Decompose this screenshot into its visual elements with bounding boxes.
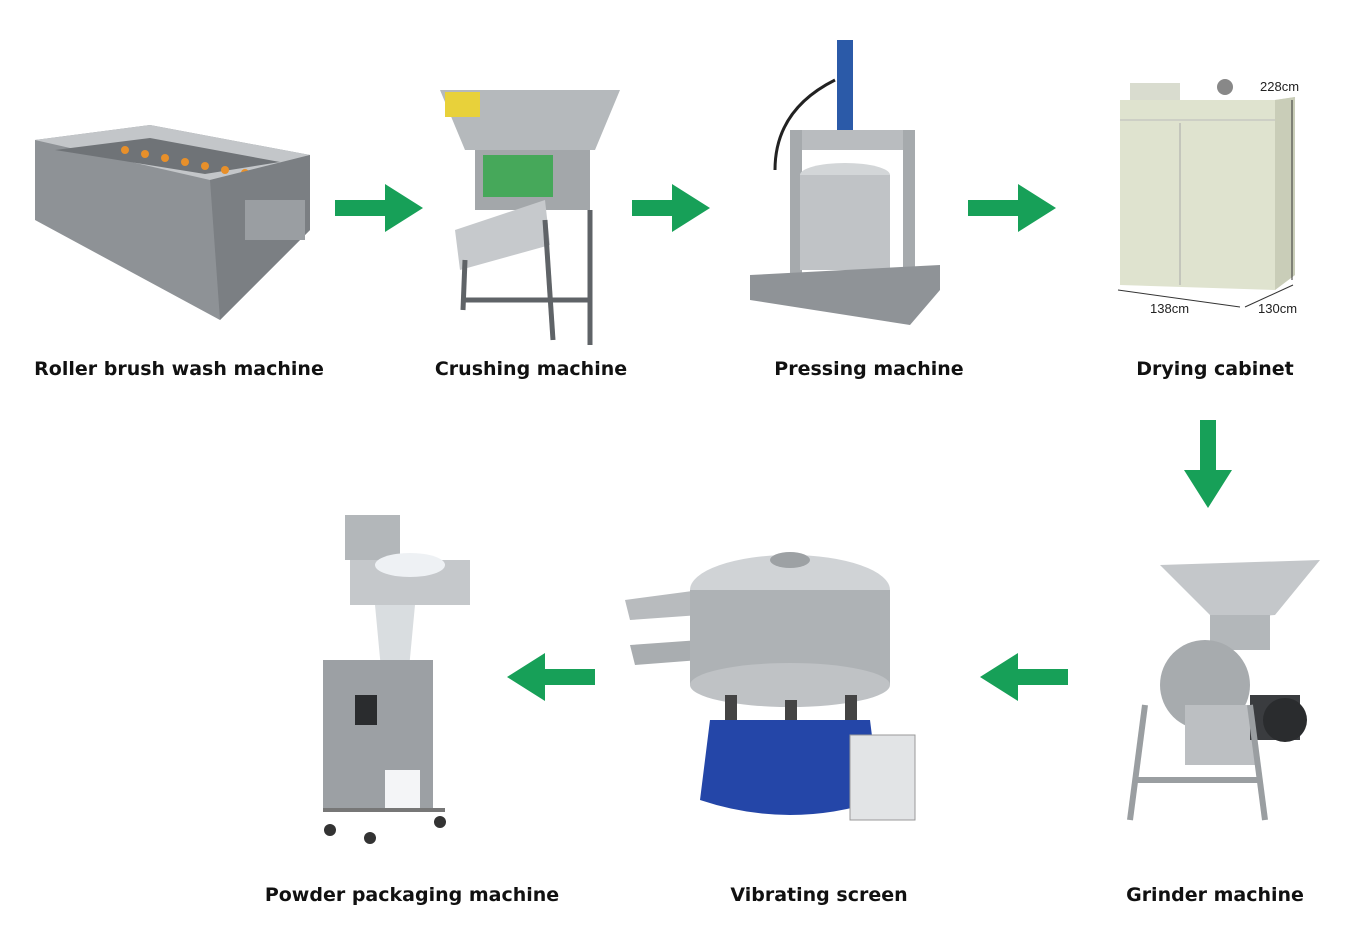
arrow-right-icon	[335, 184, 423, 232]
vibrating-screen-image	[625, 552, 916, 821]
arrow-left-icon	[980, 653, 1068, 701]
machine-label: Drying cabinet	[1136, 358, 1294, 380]
arrow-right-icon	[632, 184, 710, 232]
arrow-down-icon	[1184, 420, 1232, 508]
machine-label: Roller brush wash machine	[34, 358, 324, 380]
pressing-machine-image	[750, 40, 940, 325]
arrow-right-icon	[968, 184, 1056, 232]
drying-cabinet-image: 228cm 138cm 130cm	[1117, 79, 1299, 316]
arrow-left-icon	[507, 653, 595, 701]
machine-label: Crushing machine	[434, 358, 628, 380]
machine-label: Vibrating screen	[730, 884, 908, 906]
machine-label: Powder packaging machine	[264, 884, 560, 906]
grinder-machine-image	[1127, 560, 1320, 821]
width-dimension: 138cm	[1150, 301, 1189, 316]
depth-dimension: 130cm	[1258, 301, 1297, 316]
machine-label: Pressing machine	[774, 358, 964, 380]
powder-packaging-machine-image	[323, 515, 470, 844]
roller-brush-wash-machine-image	[35, 125, 310, 320]
machine-label: Grinder machine	[1126, 884, 1304, 906]
crushing-machine-image	[440, 90, 620, 345]
height-dimension: 228cm	[1260, 79, 1299, 94]
